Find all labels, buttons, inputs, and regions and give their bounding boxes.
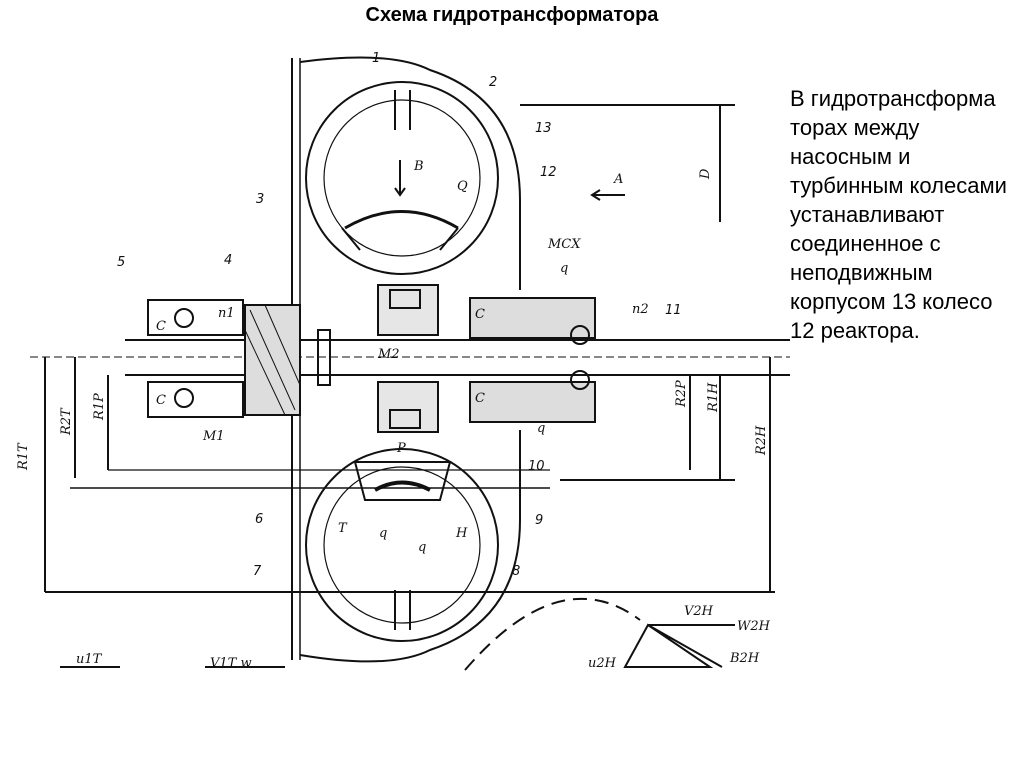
diagram-title: Схема гидротрансформатора	[365, 4, 659, 26]
label-R2T: R2T	[59, 407, 74, 436]
label-R1H: R1H	[706, 382, 721, 413]
label-R2P: R2P	[674, 380, 689, 408]
label-R2H: R2H	[754, 425, 769, 456]
label-1: 1	[372, 51, 380, 66]
label-C-left-top: C	[156, 319, 166, 334]
label-C-right-top: C	[475, 307, 485, 322]
label-R1T: R1T	[16, 442, 31, 471]
label-B2H: B2H	[729, 651, 760, 666]
label-10: 10	[528, 459, 545, 474]
label-8: 8	[512, 564, 520, 579]
label-q-top: q	[560, 261, 568, 276]
label-n1: n1	[218, 306, 235, 321]
upper-torus-outer	[305, 81, 499, 275]
label-q-mid: q	[537, 421, 545, 436]
label-q-lower-2: q	[418, 540, 426, 555]
label-R1P: R1P	[92, 393, 107, 421]
label-11: 11	[665, 303, 682, 318]
label-2: 2	[489, 75, 497, 90]
label-Q: Q	[457, 179, 468, 194]
label-9: 9	[535, 513, 543, 528]
main-shaft	[125, 339, 790, 376]
label-13: 13	[535, 121, 552, 136]
label-B: B	[413, 159, 424, 174]
label-3: 3	[256, 192, 264, 207]
label-T: T	[338, 521, 348, 536]
label-W2H: W2H	[737, 619, 771, 634]
label-5: 5	[117, 255, 125, 270]
label-6: 6	[255, 512, 263, 527]
label-u2H: u2H	[588, 656, 617, 671]
label-V2H: V2H	[684, 604, 714, 619]
label-M1: M1	[202, 429, 225, 444]
label-MCX: МСХ	[547, 237, 581, 252]
label-7: 7	[253, 564, 262, 579]
label-C-left-bottom: C	[156, 393, 166, 408]
label-C-right-bottom: C	[475, 391, 485, 406]
label-D: D	[698, 168, 713, 180]
label-A: A	[613, 172, 623, 187]
label-M2: M2	[377, 347, 400, 362]
label-V1T: V1T w	[210, 656, 252, 671]
label-P: P	[396, 441, 406, 456]
lower-torus-outer	[305, 448, 499, 642]
label-u1T: u1T	[76, 652, 103, 667]
label-n2: n2	[632, 302, 649, 317]
description-text: В гидротрансформа торах между насосным и…	[790, 86, 1007, 343]
label-12: 12	[540, 165, 557, 180]
label-4: 4	[224, 253, 232, 268]
label-H: H	[455, 526, 468, 541]
velocity-triangle	[623, 623, 735, 668]
label-q-lower: q	[379, 526, 387, 541]
